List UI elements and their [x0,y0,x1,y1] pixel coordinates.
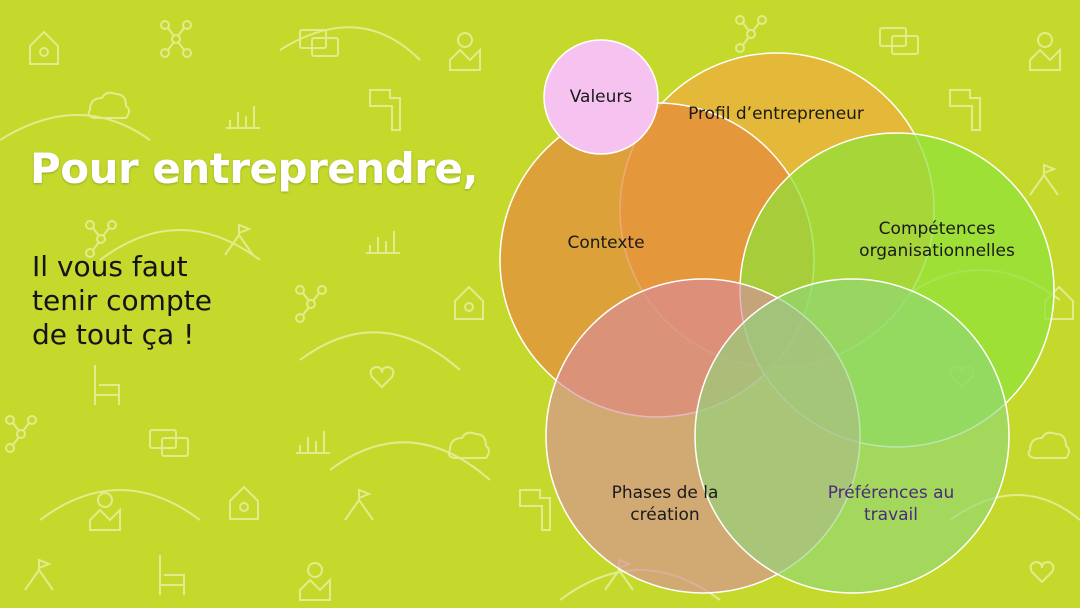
label-preferences-line: travail [864,505,918,525]
label-profil: Profil d’entrepreneur [688,104,864,124]
label-phases-line: création [630,505,700,525]
label-competences-line: Compétences [878,219,996,239]
label-preferences: Préférences au travail [793,482,989,526]
slide-subtitle: Il vous faut tenir compte de tout ça ! [32,250,282,352]
label-competences-line: organisationnelles [859,241,1015,261]
label-phases-line: Phases de la [611,483,719,503]
label-competences: Compétences organisationnelles [834,218,1040,262]
subtitle-line: tenir compte [32,284,212,317]
label-preferences-line: Préférences au [827,483,955,503]
slide-title: Pour entreprendre, [30,144,478,193]
label-phases: Phases de la création [585,482,745,526]
subtitle-line: de tout ça ! [32,318,195,351]
venn-circle-preferences [694,278,1010,594]
label-valeurs: Valeurs [569,87,633,107]
label-contexte: Contexte [567,233,645,253]
subtitle-line: Il vous faut [32,250,188,283]
venn-circle-valeurs [543,39,659,155]
